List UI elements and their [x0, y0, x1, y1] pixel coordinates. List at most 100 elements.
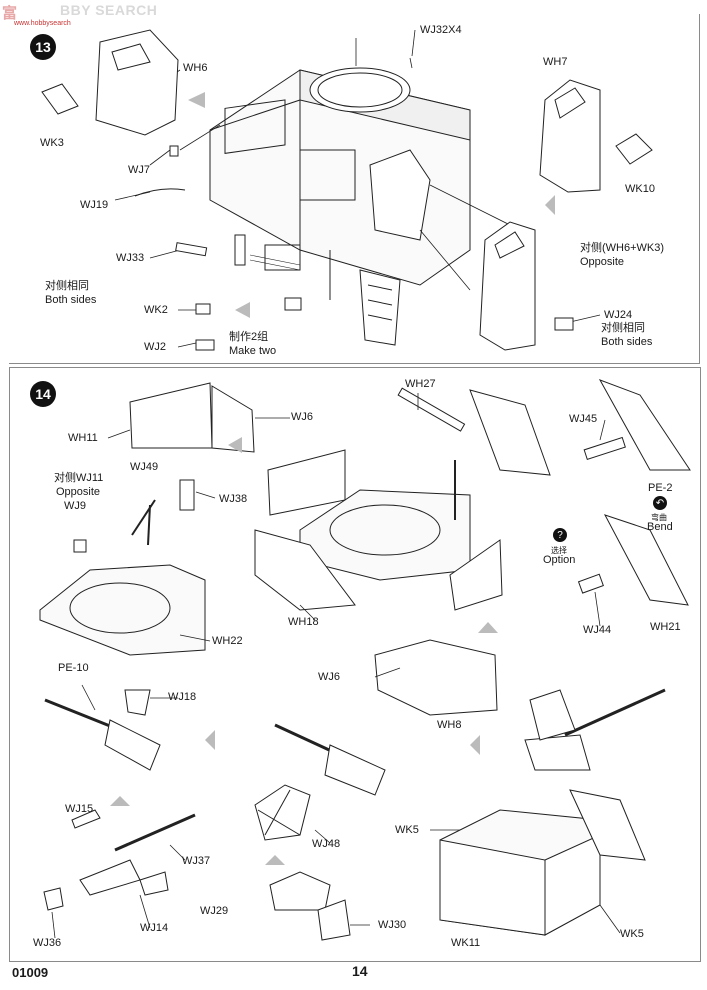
step-13-badge: 13 [30, 34, 56, 60]
label-wj24: WJ24 [604, 309, 633, 321]
wj33-part [175, 242, 208, 257]
label-wj37: WJ37 [182, 855, 211, 867]
machine-gun-center [274, 723, 386, 796]
label-wj24-both-en: Both sides [601, 336, 653, 348]
arrow-13-b [235, 302, 250, 318]
label-opposite-cn: 对侧(WH6+WK3) [580, 242, 665, 254]
label-wj45: WJ45 [569, 413, 598, 425]
label-wj2: WJ2 [144, 341, 166, 353]
label-make-two-en: Make two [229, 345, 277, 357]
bend-icon: ↶ [653, 496, 667, 510]
opposite-panel-part [479, 221, 536, 351]
label-wj38: WJ38 [219, 493, 248, 505]
wj29-part [269, 871, 331, 911]
wj24-part [554, 317, 574, 331]
label-wh11: WH11 [68, 432, 98, 444]
label-wk11: WK11 [451, 937, 481, 949]
label-both-sides-cn: 对侧相同 [45, 280, 89, 292]
wj36-part [43, 887, 64, 911]
wj19-part [134, 188, 186, 197]
wk3-part [41, 83, 79, 115]
wj48-part [254, 784, 311, 841]
step-14-panel [9, 367, 701, 962]
product-code: 01009 [12, 965, 49, 980]
machine-gun-left [44, 689, 161, 771]
arrow-13-a [188, 92, 205, 108]
wk2-part [195, 303, 211, 315]
wj9-part [73, 539, 87, 553]
wk10-part [615, 133, 653, 165]
label-pe2: PE-2 [648, 482, 673, 494]
wh22-part [39, 564, 206, 656]
wh27-part [397, 387, 466, 432]
label-wj33: WJ33 [116, 252, 145, 264]
label-wk5-left: WK5 [395, 824, 419, 836]
label-bend-en: Bend [647, 521, 673, 533]
label-wj30: WJ30 [378, 919, 407, 931]
label-wh22: WH22 [212, 635, 243, 647]
step-13-panel [9, 14, 700, 364]
label-option-en: Option [543, 554, 576, 566]
label-wj19: WJ19 [80, 199, 109, 211]
wj2-part [195, 339, 215, 351]
label-wk10: WK10 [625, 183, 655, 195]
step-14-badge: 14 [30, 381, 56, 407]
label-opposite-en: Opposite [580, 256, 625, 268]
page-number: 14 [352, 963, 368, 979]
label-wk5-right: WK5 [620, 928, 644, 940]
label-wj32x4: WJ32X4 [420, 24, 462, 36]
arrow-14-b [478, 622, 498, 633]
label-opposite-wj11-cn: 对侧WJ11 [54, 472, 104, 484]
wh7-part [539, 79, 601, 193]
label-wh21: WH21 [650, 621, 681, 633]
label-wj15: WJ15 [65, 803, 94, 815]
wh18-part [254, 529, 356, 611]
label-wj49: WJ49 [130, 461, 159, 473]
watermark-text: BBY SEARCH [60, 2, 158, 18]
wj30-part [317, 899, 351, 941]
option-icon: ? [553, 528, 567, 542]
label-bend-cn: 弯曲 [651, 513, 667, 522]
label-wh7: WH7 [543, 56, 568, 68]
label-wh18: WH18 [288, 616, 319, 628]
arrow-14-d [110, 796, 130, 806]
label-opposite-wj11-en: Opposite [56, 486, 101, 498]
label-wj18: WJ18 [168, 691, 197, 703]
label-wj7: WJ7 [128, 164, 150, 176]
wj38-part [179, 479, 195, 511]
label-wh27: WH27 [405, 378, 436, 390]
label-pe10: PE-10 [58, 662, 89, 674]
wj45-part [583, 436, 626, 461]
label-wj14: WJ14 [140, 922, 169, 934]
label-option-cn: 选择 [551, 546, 567, 555]
arrow-14-c [205, 730, 215, 750]
arrow-14-e [265, 855, 285, 865]
label-both-sides-en: Both sides [45, 294, 97, 306]
label-wj48: WJ48 [312, 838, 341, 850]
wj7-part [169, 145, 179, 157]
arrow-13-c [545, 195, 555, 215]
wh21-part [603, 514, 689, 606]
label-wj24-both-cn: 对侧相同 [601, 322, 645, 334]
label-make-two-cn: 制作2组 [229, 331, 269, 343]
label-wh8: WH8 [437, 719, 462, 731]
label-wh6: WH6 [183, 62, 208, 74]
watermark-url: www.hobbysearch [14, 20, 71, 27]
wj44-part [577, 573, 604, 594]
wj15-part [71, 809, 101, 829]
label-wj6-mid: WJ6 [318, 671, 340, 683]
label-wk3: WK3 [40, 137, 64, 149]
wh8-part [374, 639, 498, 716]
label-wk2: WK2 [144, 304, 168, 316]
label-wj9: WJ9 [64, 500, 86, 512]
machine-gun-right [524, 688, 666, 771]
hull-body-drawing [209, 67, 471, 346]
label-wj6-top: WJ6 [291, 411, 313, 423]
arrow-14-a [228, 437, 242, 453]
arrow-14-f [470, 735, 480, 755]
label-wj29: WJ29 [200, 905, 229, 917]
label-wj44: WJ44 [583, 624, 612, 636]
label-wj36: WJ36 [33, 937, 62, 949]
watermark-logo: 富 [2, 5, 18, 22]
